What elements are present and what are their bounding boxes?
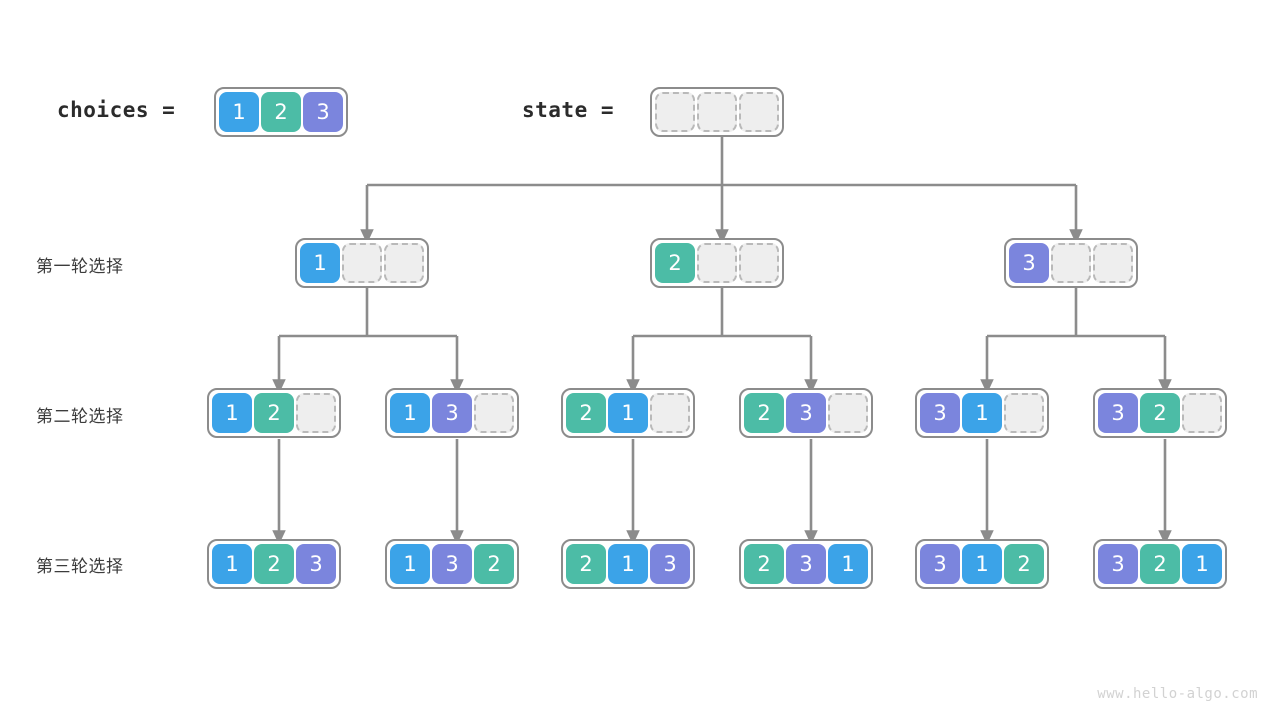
state-cell: 2 — [1140, 544, 1180, 584]
state-cell: 2 — [254, 393, 294, 433]
state-cell: 1 — [1182, 544, 1222, 584]
row-label-round-3: 第三轮选择 — [36, 557, 124, 577]
state-empty-cell — [342, 243, 382, 283]
state-cell: 1 — [212, 393, 252, 433]
row-label-round-1: 第一轮选择 — [36, 257, 124, 277]
state-empty-cell — [655, 92, 695, 132]
state-cell: 1 — [962, 393, 1002, 433]
state-cell: 1 — [608, 544, 648, 584]
state-cell: 3 — [432, 393, 472, 433]
state-cell: 2 — [744, 393, 784, 433]
state-empty-cell — [828, 393, 868, 433]
state-cell: 2 — [254, 544, 294, 584]
state-cell: 3 — [1009, 243, 1049, 283]
state-empty-cell — [697, 92, 737, 132]
state-cell: 2 — [655, 243, 695, 283]
state-empty-cell — [739, 92, 779, 132]
state-cell: 3 — [786, 544, 826, 584]
state-cell: 1 — [390, 393, 430, 433]
state-cell: 3 — [296, 544, 336, 584]
state-cell: 2 — [566, 393, 606, 433]
state-cell: 1 — [390, 544, 430, 584]
tree-node: 3 — [1004, 238, 1138, 288]
row-label-round-2: 第二轮选择 — [36, 407, 124, 427]
choices-cell: 1 — [219, 92, 259, 132]
state-cell: 3 — [920, 393, 960, 433]
state-array — [650, 87, 784, 137]
state-empty-cell — [1093, 243, 1133, 283]
state-label: state = — [522, 98, 615, 122]
state-cell: 1 — [212, 544, 252, 584]
choices-cell: 3 — [303, 92, 343, 132]
state-cell: 1 — [608, 393, 648, 433]
state-cell: 3 — [650, 544, 690, 584]
state-cell: 3 — [1098, 393, 1138, 433]
state-cell: 1 — [300, 243, 340, 283]
state-empty-cell — [296, 393, 336, 433]
state-cell: 3 — [1098, 544, 1138, 584]
tree-node: 1 — [295, 238, 429, 288]
state-empty-cell — [1051, 243, 1091, 283]
state-cell: 2 — [1140, 393, 1180, 433]
state-cell: 1 — [962, 544, 1002, 584]
state-cell: 3 — [920, 544, 960, 584]
tree-node: 2 — [650, 238, 784, 288]
state-empty-cell — [1004, 393, 1044, 433]
state-empty-cell — [650, 393, 690, 433]
state-cell: 2 — [1004, 544, 1044, 584]
state-empty-cell — [474, 393, 514, 433]
choices-label: choices = — [57, 98, 176, 122]
state-cell: 3 — [786, 393, 826, 433]
state-cell: 2 — [474, 544, 514, 584]
state-cell: 3 — [432, 544, 472, 584]
choices-cell: 2 — [261, 92, 301, 132]
state-empty-cell — [1182, 393, 1222, 433]
watermark: www.hello-algo.com — [1097, 686, 1258, 702]
state-empty-cell — [739, 243, 779, 283]
state-cell: 2 — [566, 544, 606, 584]
state-empty-cell — [384, 243, 424, 283]
state-cell: 1 — [828, 544, 868, 584]
state-cell: 2 — [744, 544, 784, 584]
state-empty-cell — [697, 243, 737, 283]
